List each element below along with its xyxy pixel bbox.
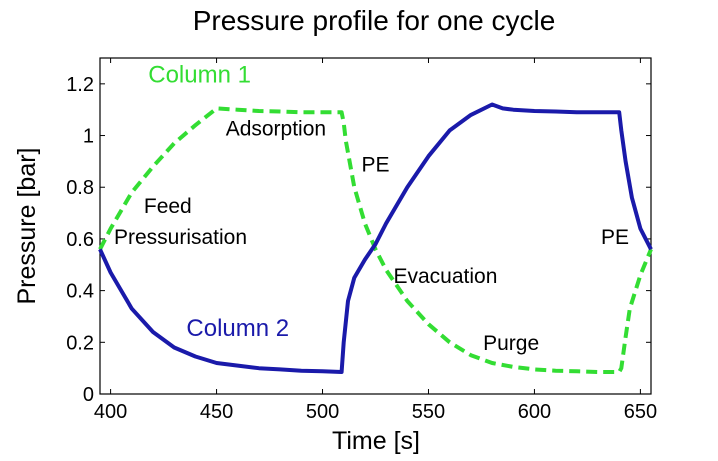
y-tick-label: 1.2 bbox=[66, 74, 94, 96]
x-axis-label: Time [s] bbox=[332, 427, 420, 455]
y-tick-label: 0.6 bbox=[66, 229, 94, 251]
annotation-label: Pressurisation bbox=[114, 226, 247, 249]
chart-title: Pressure profile for one cycle bbox=[193, 5, 556, 36]
series-line-2 bbox=[98, 102, 653, 374]
y-tick-label: 0.8 bbox=[66, 177, 94, 199]
axis-ticks: 400 450 500 550 600 650 0 0.2 0.4 0.6 0.8 1 1.2 bbox=[66, 58, 657, 423]
annotation-label: Feed bbox=[144, 195, 192, 218]
y-axis-label: Pressure [bar] bbox=[13, 147, 41, 304]
x-tick-label: 500 bbox=[306, 401, 339, 423]
x-tick-label: 400 bbox=[94, 401, 127, 423]
x-tick-label: 550 bbox=[412, 401, 445, 423]
y-tick-label: 0.2 bbox=[66, 332, 94, 354]
annotation-label: Column 2 bbox=[186, 315, 289, 342]
plot-frame bbox=[99, 57, 652, 395]
y-tick-label: 1 bbox=[83, 126, 94, 148]
annotation-label: Adsorption bbox=[226, 118, 326, 141]
series-layer bbox=[98, 102, 653, 374]
x-tick-label: 650 bbox=[624, 401, 657, 423]
annotation-label: Column 1 bbox=[148, 62, 251, 89]
x-tick-label: 600 bbox=[518, 401, 551, 423]
annotation-label: Evacuation bbox=[393, 265, 497, 288]
x-tick-label: 450 bbox=[200, 401, 233, 423]
annotation-label: PE bbox=[601, 226, 629, 249]
y-tick-label: 0 bbox=[83, 384, 94, 406]
annotation-label: Purge bbox=[483, 332, 539, 355]
y-tick-label: 0.4 bbox=[66, 281, 94, 303]
annotation-label: PE bbox=[361, 154, 389, 177]
series-line-1 bbox=[98, 106, 653, 374]
